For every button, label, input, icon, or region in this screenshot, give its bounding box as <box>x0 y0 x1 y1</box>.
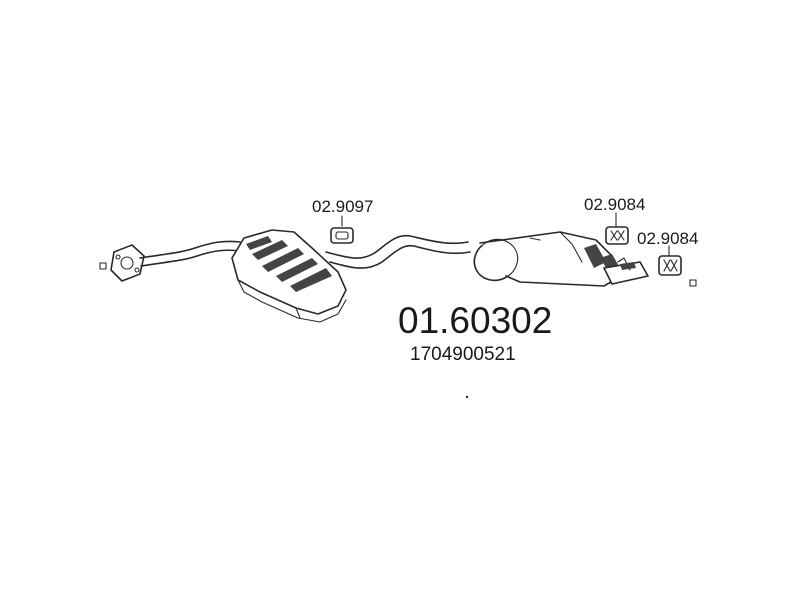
rubber-hanger-front <box>330 227 354 244</box>
rear-hanger-2-label: 02.9084 <box>637 229 698 248</box>
rubber-hanger-rear-1 <box>605 226 629 245</box>
pipe-end-marker-left <box>99 262 107 270</box>
pipe-end-marker-right <box>689 279 697 287</box>
stray-dot <box>465 395 469 399</box>
rubber-hanger-rear-2 <box>658 255 682 276</box>
front-muffler <box>231 229 347 323</box>
front-hanger-label: 02.9097 <box>312 197 373 216</box>
middle-pipe <box>325 234 471 269</box>
inlet-flange <box>110 244 145 282</box>
part-number: 01.60302 <box>398 300 552 341</box>
rear-muffler <box>473 231 649 287</box>
front-pipe <box>139 240 242 267</box>
oem-number: 1704900521 <box>410 344 516 365</box>
rear-hanger-1-label: 02.9084 <box>584 195 645 214</box>
